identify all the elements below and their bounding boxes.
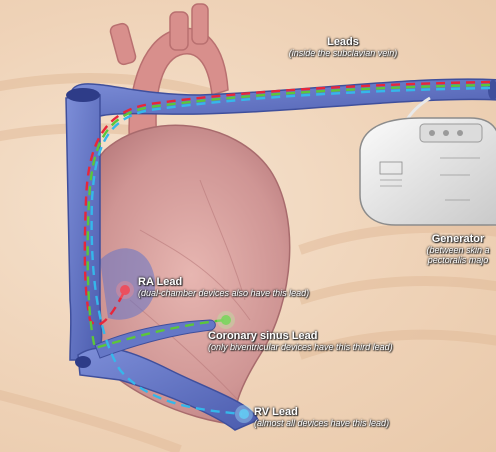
- coronary-sinus-lead-title: Coronary sinus Lead: [208, 330, 393, 342]
- generator-subtitle-line2: pectoralis majo: [408, 255, 496, 265]
- generator-label: Generator (between skin a pectoralis maj…: [408, 233, 496, 265]
- ra-lead-label: RA Lead (dual-chamber devices also have …: [138, 276, 309, 298]
- rv-lead-subtitle: (almost all devices have this lead): [254, 418, 389, 428]
- coronary-sinus-lead-subtitle: (only biventricular devices have this th…: [208, 342, 393, 352]
- leads-title: Leads: [268, 36, 418, 48]
- ra-lead-subtitle: (dual-chamber devices also have this lea…: [138, 288, 309, 298]
- generator-subtitle-line1: (between skin a: [408, 245, 496, 255]
- coronary-sinus-lead-label: Coronary sinus Lead (only biventricular …: [208, 330, 393, 352]
- rv-lead-title: RV Lead: [254, 406, 389, 418]
- generator-title: Generator: [408, 233, 496, 245]
- pacemaker-generator: [360, 118, 496, 225]
- leads-subtitle: (inside the subclavian vein): [268, 48, 418, 58]
- rv-lead-label: RV Lead (almost all devices have this le…: [254, 406, 389, 428]
- leads-label: Leads (inside the subclavian vein): [268, 36, 418, 58]
- ra-lead-title: RA Lead: [138, 276, 309, 288]
